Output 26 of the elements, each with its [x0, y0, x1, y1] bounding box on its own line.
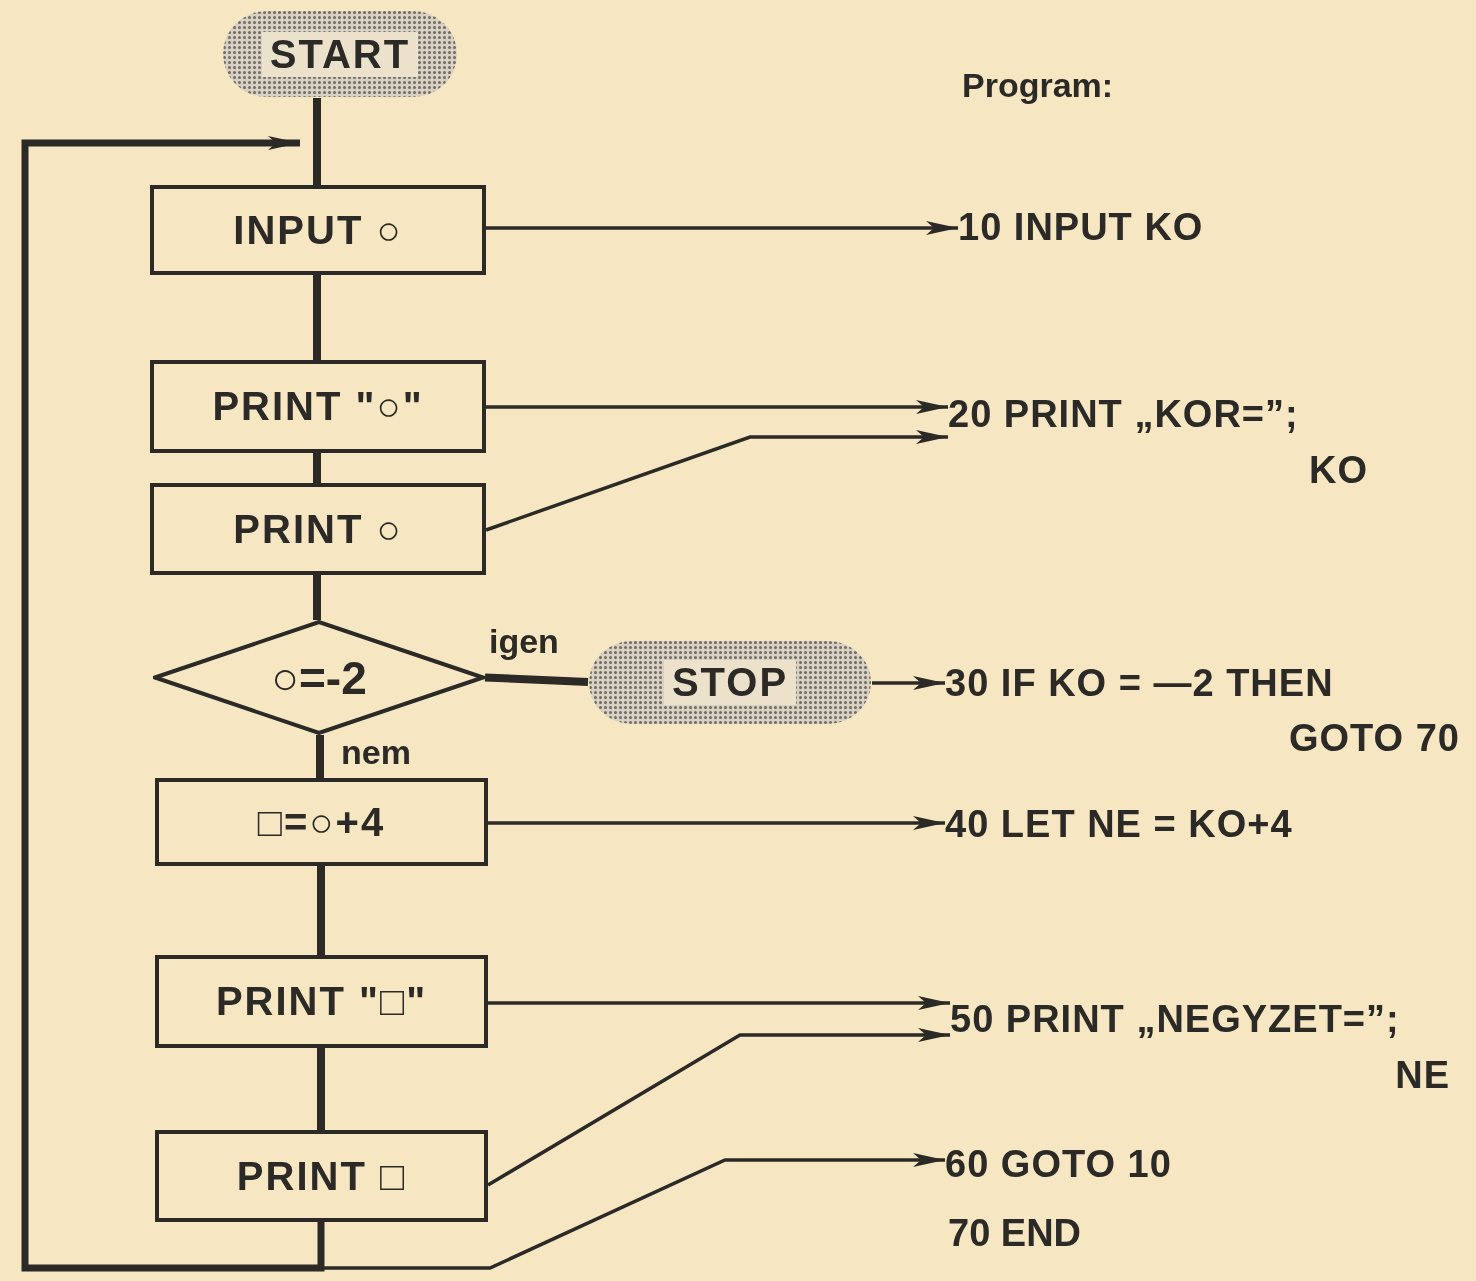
program-line: 60 GOTO 10: [945, 1135, 1265, 1195]
program-line: 70 END: [948, 1212, 1082, 1255]
connector-arrow: [486, 400, 948, 414]
connector-arrow: [487, 1028, 950, 1187]
connector-arrow: [872, 676, 945, 690]
process-box: PRINT "□": [155, 955, 488, 1048]
connector-arrow: [485, 430, 948, 532]
process-box: PRINT □: [155, 1130, 488, 1222]
program-line: 50 PRINT „NEGYZET=”; NE: [950, 990, 1450, 1105]
decision-diamond: ○=-2: [153, 620, 485, 735]
connector-arrow: [319, 1153, 945, 1270]
program-line: 20 PRINT „KOR=”; KO: [948, 385, 1368, 500]
heading: Program:: [962, 66, 1114, 105]
process-box: □=○+4: [155, 778, 488, 866]
connector-arrow: [486, 221, 958, 235]
connector-arrow: [488, 996, 950, 1010]
process-box: PRINT "○": [150, 360, 486, 453]
process-box: INPUT ○: [150, 185, 486, 275]
process-box: PRINT ○: [150, 483, 486, 575]
terminal-shape: STOP: [588, 640, 872, 725]
program-line: 40 LET NE = KO+4: [945, 795, 1425, 855]
program-line: 30 IF KO = —2 THEN GOTO 70: [945, 652, 1460, 770]
terminal-shape: START: [222, 10, 458, 98]
connector-arrow: [21, 136, 325, 1272]
program-line: 10 INPUT KO: [958, 198, 1298, 258]
connector-arrow: [488, 816, 945, 830]
